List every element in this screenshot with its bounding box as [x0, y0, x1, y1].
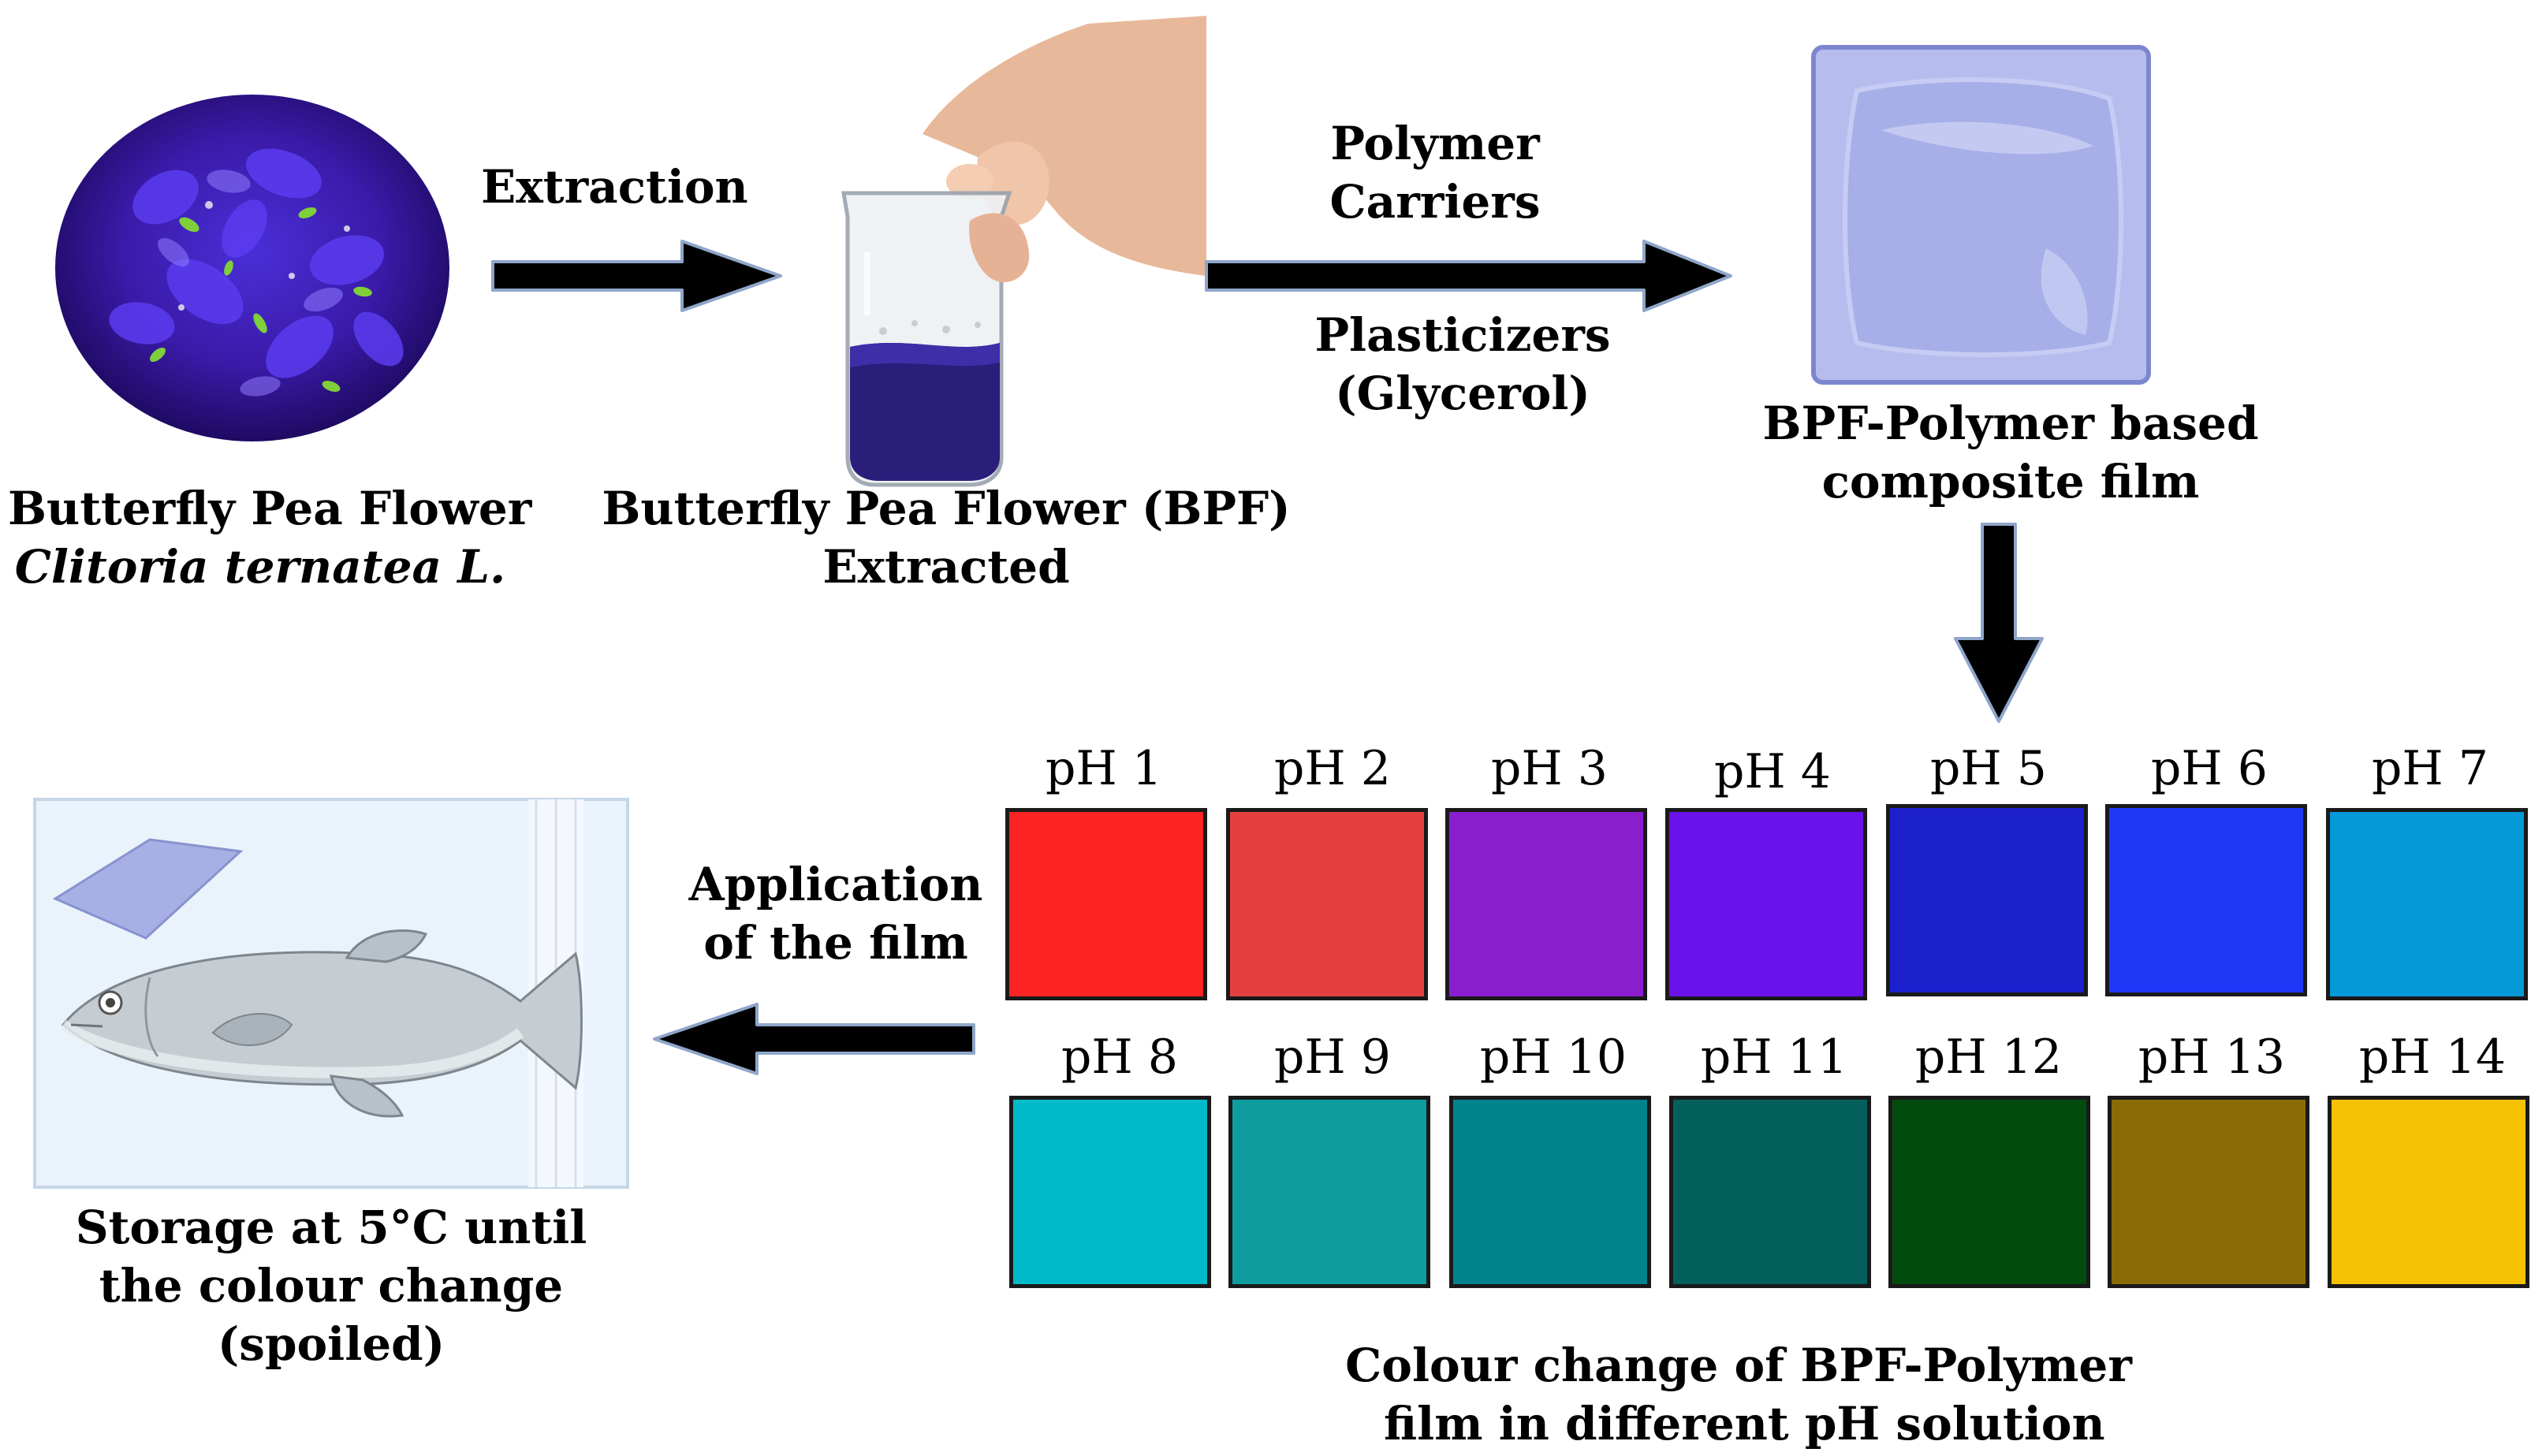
ph-label: pH 10: [1479, 1030, 1627, 1085]
ph-swatch: [1226, 808, 1428, 1000]
storage-label-line3: (spoiled): [217, 1317, 445, 1371]
ph-label: pH 11: [1700, 1030, 1848, 1085]
ph-swatch: [1228, 1096, 1430, 1288]
composite-film-image: [1811, 45, 2151, 385]
ph-swatch: [2108, 1096, 2309, 1288]
polymer-label-line2: Carriers: [1329, 175, 1541, 229]
film-label-line1: BPF-Polymer based: [1762, 397, 2259, 450]
ph-label: pH 6: [2151, 741, 2268, 796]
plasticizers-label: Plasticizers (Glycerol): [1277, 306, 1648, 423]
flower-scientific-name: Clitoria ternatea L.: [14, 540, 506, 594]
storage-label-line2: the colour change: [99, 1259, 564, 1313]
application-label: Application of the film: [686, 855, 986, 972]
plasticizers-label-line2: (Glycerol): [1335, 367, 1590, 420]
ph-caption: Colour change of BPF-Polymer film in dif…: [1293, 1336, 2184, 1453]
extraction-arrow: [491, 240, 782, 312]
ph-label: pH 12: [1914, 1030, 2063, 1085]
storage-bag-fish-image: [33, 798, 629, 1189]
ph-swatch: [1886, 804, 2088, 996]
extract-label: Butterfly Pea Flower (BPF) Extracted: [599, 479, 1293, 596]
application-arrow: [653, 1003, 975, 1075]
ph-caption-line2: film in different pH solution: [1384, 1397, 2105, 1450]
plasticizers-label-line1: Plasticizers: [1314, 308, 1611, 362]
polymer-carriers-label: Polymer Carriers: [1277, 114, 1593, 231]
ph-label: pH 14: [2358, 1030, 2507, 1085]
ph-label: pH 7: [2372, 741, 2488, 796]
ph-label: pH 13: [2138, 1030, 2286, 1085]
application-label-line2: of the film: [703, 916, 968, 970]
ph-label: pH 1: [1046, 741, 1162, 796]
ph-swatch: [2328, 1096, 2529, 1288]
flower-common-name: Butterfly Pea Flower: [8, 482, 532, 535]
ph-label: pH 5: [1930, 741, 2047, 796]
ph-swatch: [1445, 808, 1647, 1000]
polymer-label-line1: Polymer: [1330, 117, 1540, 170]
ph-swatch: [1449, 1096, 1651, 1288]
application-label-line1: Application: [688, 858, 983, 911]
ph-swatch: [2105, 804, 2307, 996]
ph-swatch: [1888, 1096, 2090, 1288]
flower-name-label: Butterfly Pea Flower Clitoria ternatea L…: [8, 479, 532, 596]
ph-swatch: [2326, 808, 2528, 1000]
ph-swatch: [1009, 1096, 1211, 1288]
film-label: BPF-Polymer based composite film: [1758, 394, 2263, 511]
ph-label: pH 4: [1714, 744, 1831, 799]
ph-label: pH 8: [1061, 1030, 1178, 1085]
extract-label-line1: Butterfly Pea Flower (BPF): [602, 482, 1291, 535]
film-label-line2: composite film: [1821, 455, 2200, 508]
ph-caption-line1: Colour change of BPF-Polymer: [1345, 1339, 2132, 1392]
storage-label: Storage at 5°C until the colour change (…: [47, 1198, 615, 1373]
extract-label-line2: Extracted: [822, 540, 1070, 594]
ph-label: pH 9: [1274, 1030, 1391, 1085]
extraction-label: Extraction: [481, 160, 748, 214]
ph-label: pH 2: [1274, 741, 1391, 796]
butterfly-pea-flower-image: [55, 95, 449, 441]
storage-label-line1: Storage at 5°C until: [75, 1201, 587, 1254]
ph-swatch: [1669, 1096, 1871, 1288]
down-arrow: [1954, 523, 2044, 723]
ph-swatch: [1005, 808, 1207, 1000]
polymer-arrow: [1205, 240, 1732, 312]
ph-swatch: [1665, 808, 1867, 1000]
beaker-extract-image: [841, 16, 1206, 487]
ph-label: pH 3: [1491, 741, 1608, 796]
